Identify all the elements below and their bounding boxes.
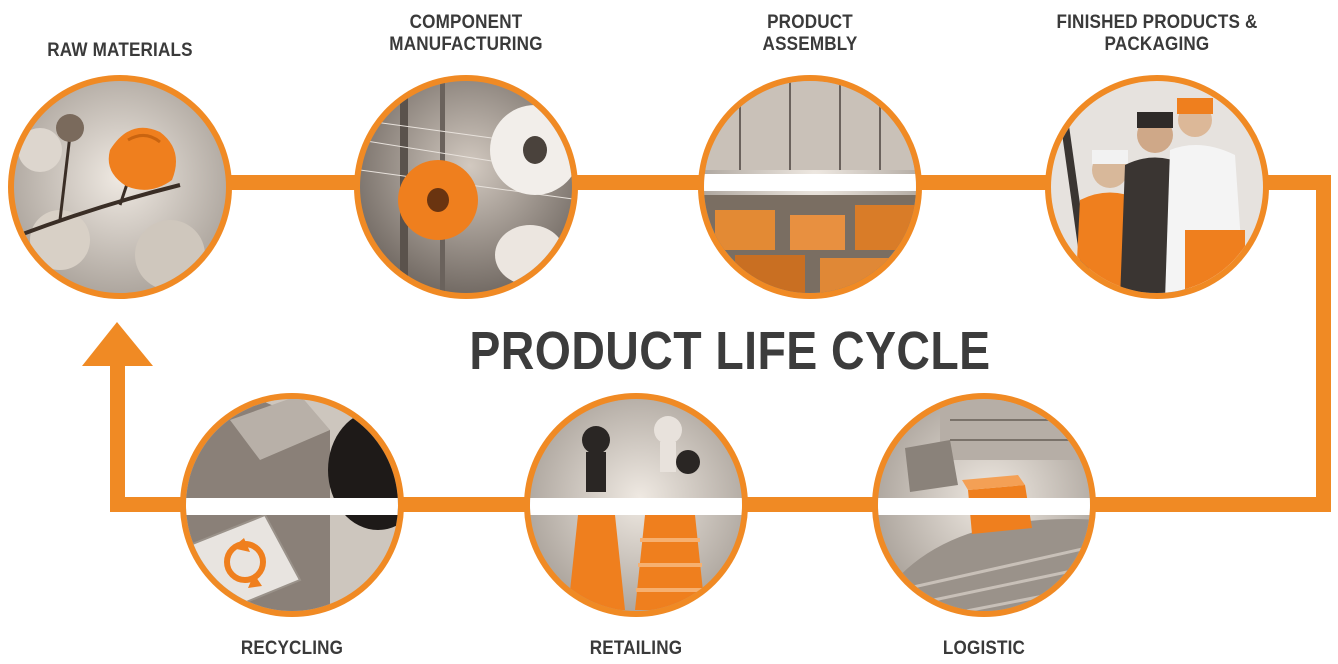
label-recycling: RECYCLING [240,638,344,659]
label-retailing: RETAILING [589,638,683,659]
stage-image-finished-products [1045,75,1269,299]
stage-image-product-assembly [698,75,922,299]
diagram-title: PRODUCT LIFE CYCLE [469,321,991,381]
label-finished-products: FINISHED PRODUCTS & PACKAGING [1056,12,1258,55]
label-raw-materials: RAW MATERIALS [47,40,193,61]
stage-image-logistic [872,393,1096,617]
stage-image-raw-materials [8,75,232,299]
left-vertical-connector [110,360,125,512]
label-component-manufacturing: COMPONENT MANUFACTURING [389,12,543,55]
right-vertical-connector [1316,175,1331,508]
label-product-assembly: PRODUCT ASSEMBLY [762,12,858,55]
label-logistic: LOGISTIC [942,638,1026,659]
stage-image-recycling [180,393,404,617]
up-arrow-icon [82,322,153,366]
stage-image-component-manufacturing [354,75,578,299]
stage-image-retailing [524,393,748,617]
